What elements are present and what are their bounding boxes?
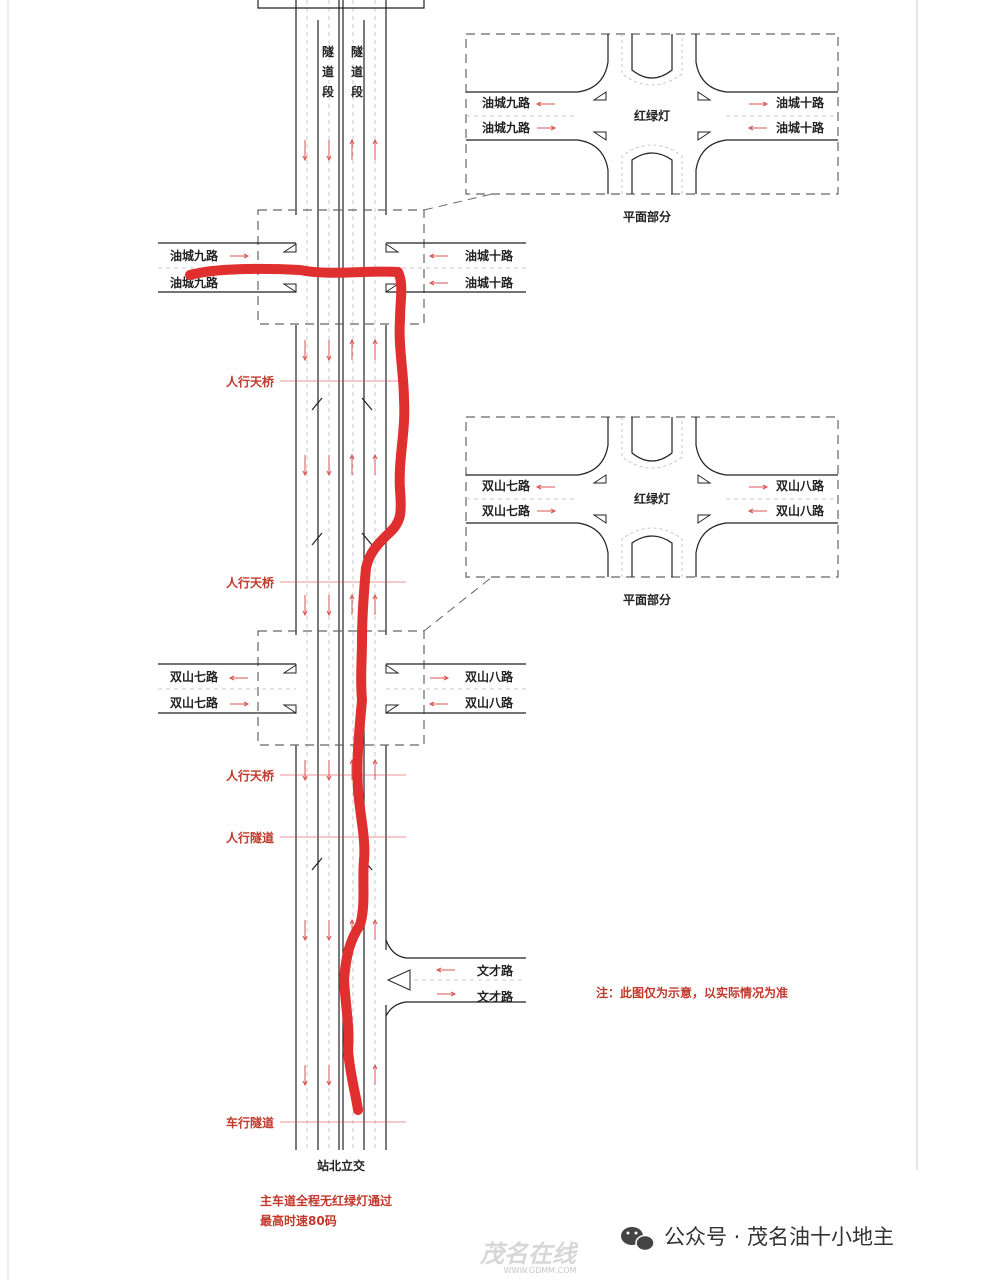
detail2-caption: 平面部分 [623, 592, 671, 607]
site-logo-text: 茂名在线 [479, 1240, 579, 1268]
detail2-right-top-label: 双山八路 [776, 478, 825, 493]
junction-south: 文才路 文才路 [385, 939, 526, 1017]
svg-text:段: 段 [322, 84, 335, 99]
intersection-middle: 双山七路 双山七路 双山八路 双山八路 [158, 630, 526, 746]
middle-right-bottom-label: 双山八路 [465, 695, 514, 710]
north-right-bottom-label: 油城十路 [465, 275, 514, 290]
detail-box-1: 油城九路 油城九路 油城十路 油城十路 红绿灯 平面部分 [423, 33, 839, 224]
detail1-center-label: 红绿灯 [634, 108, 670, 123]
north-left-bottom-label: 油城九路 [170, 275, 219, 290]
site-url-text: WWW.GDMM.COM [504, 1266, 577, 1275]
crossing-label-5: 车行隧道 [226, 1115, 274, 1130]
south-right-bottom-label: 文才路 [477, 989, 514, 1004]
middle-left-top-label: 双山七路 [170, 669, 219, 684]
footer-line1: 主车道全程无红绿灯通过 [260, 1193, 392, 1208]
detail-box-2: 双山七路 双山七路 双山八路 双山八路 红绿灯 平面部分 [423, 416, 839, 632]
middle-left-bottom-label: 双山七路 [170, 695, 219, 710]
wechat-channel-label: 公众号 · 茂名油十小地主 [664, 1225, 894, 1249]
wechat-watermark: 公众号 · 茂名油十小地主 [621, 1225, 894, 1252]
svg-text:隧: 隧 [322, 44, 334, 59]
svg-text:道: 道 [351, 64, 363, 79]
svg-text:段: 段 [351, 84, 364, 99]
detail2-right-bottom-label: 双山八路 [776, 503, 825, 518]
station-label: 站北立交 [317, 1158, 365, 1173]
detail2-left-top-label: 双山七路 [482, 478, 531, 493]
detail2-center-label: 红绿灯 [634, 491, 670, 506]
middle-right-top-label: 双山八路 [465, 669, 514, 684]
detail2-left-bottom-label: 双山七路 [482, 503, 531, 518]
svg-text:隧: 隧 [351, 44, 363, 59]
crossing-label-4: 人行隧道 [226, 830, 274, 845]
site-watermark: 茂名在线 WWW.GDMM.COM [479, 1240, 579, 1275]
detail1-left-bottom-label: 油城九路 [482, 120, 531, 135]
crossing-label-3: 人行天桥 [226, 768, 275, 783]
route-highlight [185, 263, 410, 1115]
crossing-label-1: 人行天桥 [226, 374, 275, 389]
tunnel-label-right: 隧 道 段 [351, 44, 364, 99]
wechat-icon [621, 1227, 655, 1252]
note-text: 注：此图仅为示意，以实际情况为准 [596, 985, 788, 1000]
footer-line2: 最高时速80码 [260, 1213, 337, 1228]
crossings: 人行天桥 人行天桥 人行天桥 人行隧道 车行隧道 [226, 374, 406, 1130]
tunnel-label-left: 隧 道 段 [322, 44, 335, 99]
detail1-left-top-label: 油城九路 [482, 95, 531, 110]
south-right-top-label: 文才路 [477, 963, 514, 978]
detail1-caption: 平面部分 [623, 209, 671, 224]
crossing-label-2: 人行天桥 [226, 575, 275, 590]
north-left-top-label: 油城九路 [170, 248, 219, 263]
svg-text:道: 道 [322, 64, 334, 79]
north-right-top-label: 油城十路 [465, 248, 514, 263]
detail1-right-bottom-label: 油城十路 [776, 120, 825, 135]
detail1-right-top-label: 油城十路 [776, 95, 825, 110]
intersection-north: 油城九路 油城九路 油城十路 油城十路 [158, 209, 526, 325]
